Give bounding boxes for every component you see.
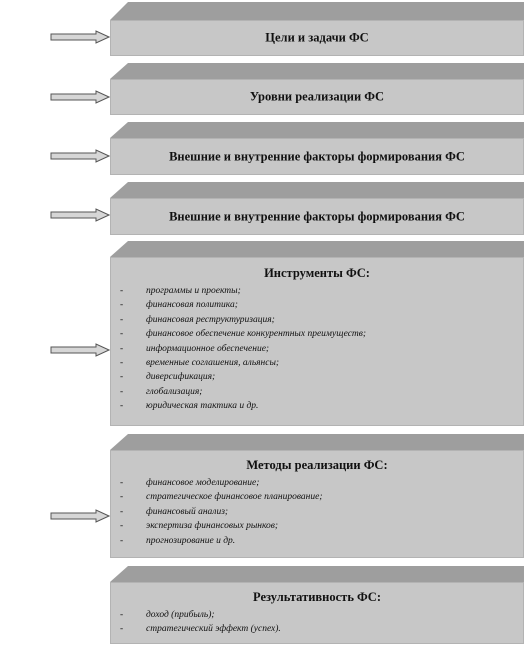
block-title: Методы реализации ФС:: [246, 458, 388, 472]
list-item: временные соглашения, альянсы;: [110, 356, 524, 371]
arrow-right-icon: [50, 30, 110, 44]
list-item: информационное обеспечение;: [110, 342, 524, 357]
block-front-face: Методы реализации ФС: финансовое моделир…: [110, 450, 524, 558]
list-item: стратегическое финансовое планирование;: [110, 490, 524, 505]
block-title: Уровни реализации ФС: [249, 89, 385, 104]
list-item: доход (прибыль);: [110, 608, 524, 623]
block-top-face: [110, 63, 524, 79]
block-front-face: Цели и задачи ФС: [110, 20, 524, 56]
block-levels: Уровни реализации ФС: [110, 63, 524, 115]
block-top-face: [110, 434, 524, 450]
list-item: глобализация;: [110, 385, 524, 400]
block-top-face: [110, 566, 524, 582]
list-item: экспертиза финансовых рынков;: [110, 519, 524, 534]
block-top-face: [110, 182, 524, 198]
arrow-right-icon: [50, 149, 110, 163]
block-results: Результативность ФС: доход (прибыль); ст…: [110, 566, 524, 644]
methods-list: финансовое моделирование; стратегическое…: [110, 476, 524, 548]
arrow-right-icon: [50, 343, 110, 357]
block-title: Внешние и внутренние факторы формировани…: [169, 149, 465, 163]
block-front-face: Внешние и внутренние факторы формировани…: [110, 198, 524, 235]
block-instruments: Инструменты ФС: программы и проекты; фин…: [110, 241, 524, 426]
list-item: диверсификация;: [110, 370, 524, 385]
block-factors-1: Внешние и внутренние факторы формировани…: [110, 122, 524, 175]
block-title: Внешние и внутренние факторы формировани…: [169, 209, 465, 223]
block-top-face: [110, 122, 524, 138]
block-front-face: Инструменты ФС: программы и проекты; фин…: [110, 257, 524, 426]
list-item: финансовое обеспечение конкурентных преи…: [110, 327, 524, 342]
block-title: Цели и задачи ФС: [265, 30, 369, 45]
block-top-face: [110, 2, 524, 20]
block-goals: Цели и задачи ФС: [110, 2, 524, 56]
block-factors-2: Внешние и внутренние факторы формировани…: [110, 182, 524, 235]
list-item: финансовая политика;: [110, 298, 524, 313]
list-item: финансовый анализ;: [110, 505, 524, 520]
list-item: стратегический эффект (успех).: [110, 622, 524, 637]
block-methods: Методы реализации ФС: финансовое моделир…: [110, 434, 524, 558]
list-item: юридическая тактика и др.: [110, 399, 524, 414]
block-title: Результативность ФС:: [253, 590, 381, 604]
block-top-face: [110, 241, 524, 257]
list-item: прогнозирование и др.: [110, 534, 524, 549]
block-title: Инструменты ФС:: [264, 266, 370, 280]
block-front-face: Внешние и внутренние факторы формировани…: [110, 138, 524, 175]
arrow-right-icon: [50, 208, 110, 222]
results-list: доход (прибыль); стратегический эффект (…: [110, 608, 524, 637]
list-item: финансовое моделирование;: [110, 476, 524, 491]
block-front-face: Уровни реализации ФС: [110, 79, 524, 115]
list-item: финансовая реструктуризация;: [110, 313, 524, 328]
list-item: программы и проекты;: [110, 284, 524, 299]
block-front-face: Результативность ФС: доход (прибыль); ст…: [110, 582, 524, 644]
instruments-list: программы и проекты; финансовая политика…: [110, 284, 524, 414]
arrow-right-icon: [50, 90, 110, 104]
arrow-right-icon: [50, 509, 110, 523]
